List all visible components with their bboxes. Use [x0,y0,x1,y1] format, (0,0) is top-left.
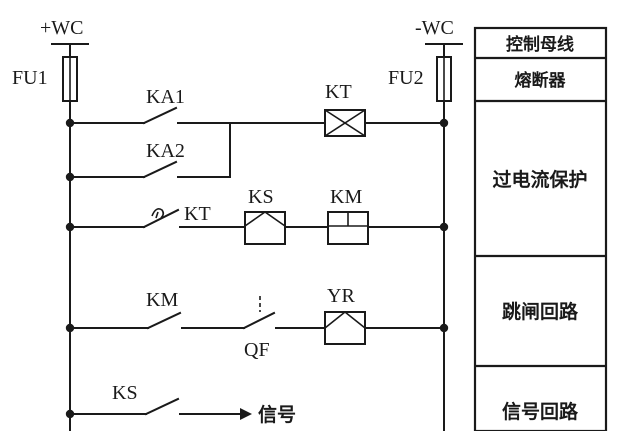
yr-coil-label: YR [327,285,355,307]
positive-bus-label: +WC [40,17,84,39]
yr-coil-triangle [324,310,366,329]
qf-contact-blade [242,311,276,330]
ks-coil-box [244,211,286,245]
legend-overcurrent-protection: 过电流保护 [492,168,587,191]
fuse-right-label: FU2 [388,67,424,89]
legend-border [473,26,608,431]
kt-delay-arc-leg [155,211,159,219]
signal-label: 信号 [258,403,296,426]
negative-bus-label: -WC [415,17,454,39]
km-coil-label: KM [330,186,362,208]
kt-delay-arc-icon [151,208,165,219]
kt-delay-contact-label: KT [184,203,211,225]
junction-dot [65,222,75,232]
kt-delay-contact-blade [142,208,180,229]
legend-table: 控制母线 熔断器 过电流保护 跳闸回路 信号回路 [473,26,608,431]
ks-contact-blade [144,397,180,416]
ks-coil-triangle [244,211,286,227]
ks-contact-label: KS [112,382,138,404]
km-contact-blade [146,311,182,330]
qf-contact-label: QF [244,339,270,361]
junction-dot [439,118,449,128]
ka1-contact-label: KA1 [146,86,185,108]
fuse-left-label: FU1 [12,67,48,89]
kt-coil-cross-b [324,109,366,137]
legend-fuse: 熔断器 [515,70,567,91]
junction-dot [65,409,75,419]
km-contact-label: KM [146,289,178,311]
legend-trip-circuit: 跳闸回路 [502,300,579,323]
yr-coil-box [324,311,366,345]
junction-dot [439,323,449,333]
junction-dot [439,222,449,232]
junction-dot [65,323,75,333]
junction-dot [65,118,75,128]
kt-coil-label: KT [325,81,352,103]
legend-control-bus: 控制母线 [506,34,574,55]
ka1-contact-blade [142,106,178,125]
legend-signal-circuit: 信号回路 [502,400,579,423]
ka2-contact-label: KA2 [146,140,185,162]
signal-arrow-icon [240,408,252,420]
junction-dot [65,172,75,182]
ks-coil-label: KS [248,186,274,208]
ka2-contact-blade [142,160,178,179]
